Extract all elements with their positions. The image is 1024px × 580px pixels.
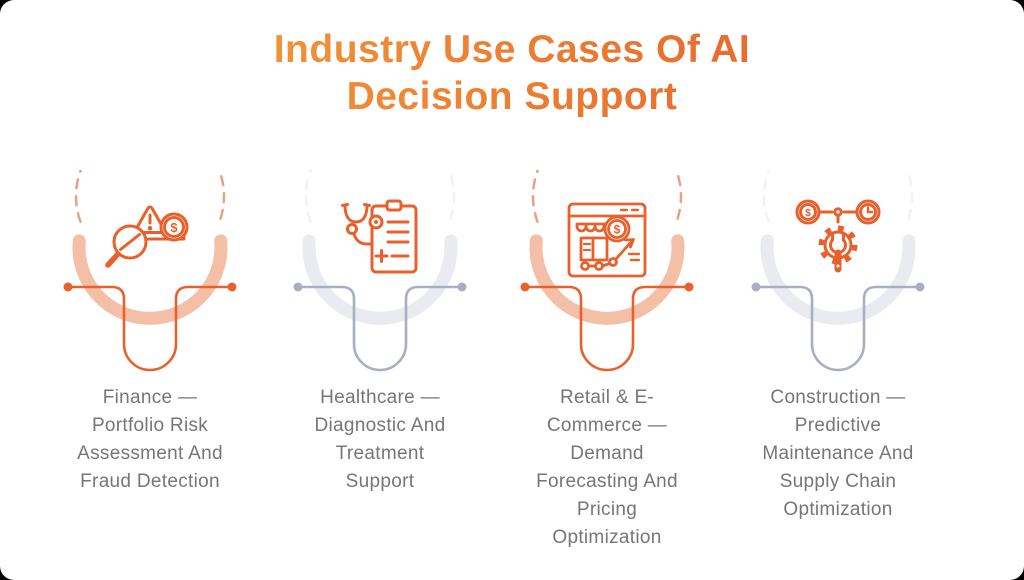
card-finance: $ Finance — Portfolio Risk Assessment An…	[43, 170, 257, 496]
svg-text:$: $	[170, 220, 178, 235]
construction-decoration: $	[743, 170, 933, 375]
circle-frame-graphic	[63, 170, 237, 372]
left-end-dot	[293, 282, 303, 292]
card-construction: $ Construction — Predictive Maintenance …	[731, 170, 945, 524]
card-label-construction: Construction — Predictive Maintenance An…	[762, 387, 914, 520]
circle-frame-graphic	[751, 170, 925, 372]
fraud-detection-magnifier-icon: $	[105, 205, 189, 268]
svg-text:$: $	[614, 223, 621, 237]
predictive-maintenance-gear-icon: $	[795, 199, 881, 273]
left-end-dot	[63, 282, 73, 292]
dashed-arc	[74, 170, 226, 223]
thick-arc	[760, 234, 916, 325]
card-label-finance: Finance — Portfolio Risk Assessment And …	[77, 387, 223, 492]
connector-u-line	[527, 285, 687, 372]
card-label-retail-ecommerce: Retail & E- Commerce — Demand Forecastin…	[536, 387, 678, 548]
retail-decoration: $	[512, 170, 702, 375]
thick-arc	[72, 234, 228, 325]
left-end-dot	[751, 282, 761, 292]
dashed-arc	[304, 170, 456, 223]
right-end-dot	[227, 282, 237, 292]
left-end-dot	[520, 282, 530, 292]
thick-arc	[529, 234, 685, 325]
circle-frame-graphic	[293, 170, 467, 372]
right-end-dot	[915, 282, 925, 292]
demand-forecast-store-icon: $	[567, 202, 647, 278]
card-retail-ecommerce: $ Retail & E- Commerce — Demand Forecast…	[500, 170, 714, 552]
connector-u-line	[70, 285, 230, 372]
card-healthcare: Healthcare — Diagnostic And Treatment Su…	[273, 170, 487, 496]
dashed-arc	[531, 170, 683, 223]
dashed-arc	[762, 170, 914, 223]
thick-arc	[302, 234, 458, 325]
circle-frame-graphic	[520, 170, 694, 372]
healthcare-decoration	[285, 170, 475, 375]
svg-text:$: $	[805, 207, 811, 219]
right-end-dot	[684, 282, 694, 292]
page-title: Industry Use Cases Of AI Decision Suppor…	[0, 26, 1024, 120]
connector-u-line	[300, 285, 460, 372]
right-end-dot	[457, 282, 467, 292]
medical-diagnosis-clipboard-icon	[341, 199, 418, 274]
finance-decoration: $	[55, 170, 245, 375]
connector-u-line	[758, 285, 918, 372]
card-label-healthcare: Healthcare — Diagnostic And Treatment Su…	[314, 387, 446, 492]
